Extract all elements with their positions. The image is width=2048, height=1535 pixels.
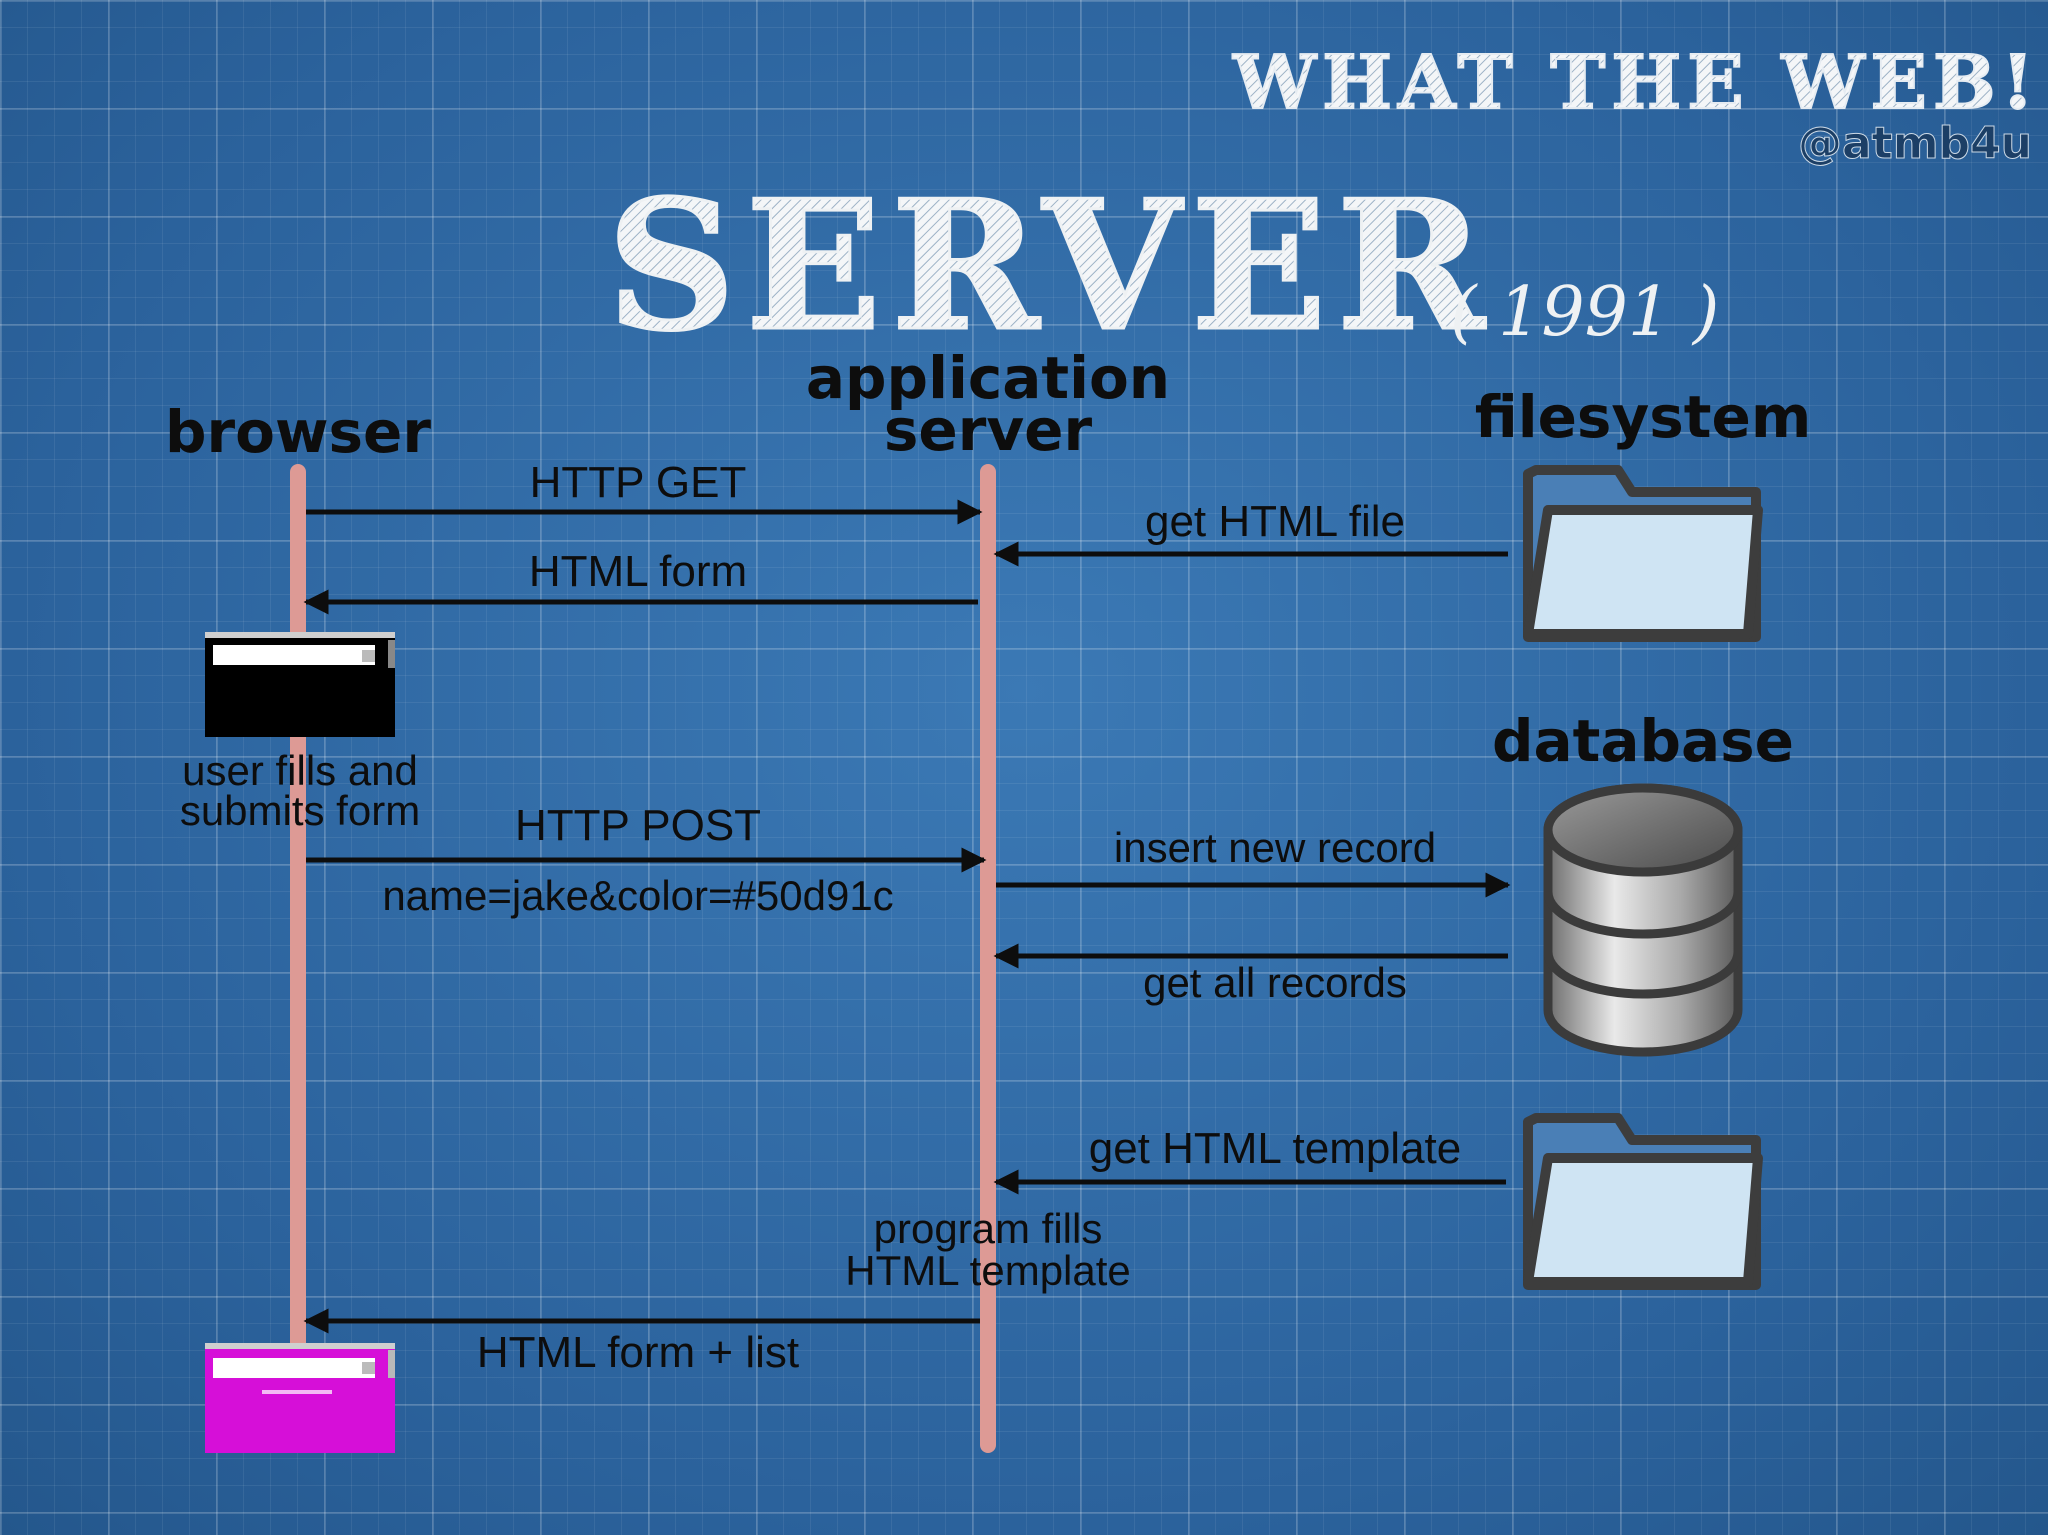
database-icon bbox=[1543, 783, 1743, 1057]
form-screenshot-result bbox=[205, 1343, 395, 1453]
label-program-fills-line2: HTML template bbox=[845, 1247, 1131, 1294]
folder-template-icon bbox=[1523, 1113, 1763, 1290]
label-user-fills-line2: submits form bbox=[180, 787, 420, 834]
label-user-fills-line1: user fills and bbox=[182, 747, 418, 794]
form-screenshot-submit bbox=[205, 632, 395, 737]
actor-database: database bbox=[1492, 707, 1794, 775]
label-insert-record: insert new record bbox=[1114, 824, 1436, 871]
label-http-post: HTTP POST bbox=[515, 801, 761, 850]
actor-app-server-line1: application bbox=[806, 344, 1170, 412]
label-html-form: HTML form bbox=[529, 547, 747, 596]
label-get-html-template: get HTML template bbox=[1089, 1124, 1462, 1173]
title-year: ( 1991 ) bbox=[1450, 273, 1719, 352]
label-post-body: name=jake&color=#50d91c bbox=[382, 872, 893, 919]
label-program-fills-line1: program fills bbox=[874, 1205, 1103, 1252]
brand-title: WHAT THE WEB! bbox=[1232, 40, 2040, 126]
actor-app-server-line2: server bbox=[884, 396, 1093, 464]
author-handle: @atmb4u bbox=[1798, 118, 2032, 169]
actor-browser: browser bbox=[165, 398, 431, 466]
folder-icon bbox=[1523, 465, 1763, 642]
label-get-all-records: get all records bbox=[1143, 959, 1407, 1006]
actor-filesystem: filesystem bbox=[1475, 383, 1812, 451]
page-title: SERVER bbox=[607, 161, 1495, 370]
label-http-get: HTTP GET bbox=[530, 458, 747, 507]
label-get-html-file: get HTML file bbox=[1145, 497, 1405, 546]
label-html-form-list: HTML form + list bbox=[477, 1328, 799, 1377]
